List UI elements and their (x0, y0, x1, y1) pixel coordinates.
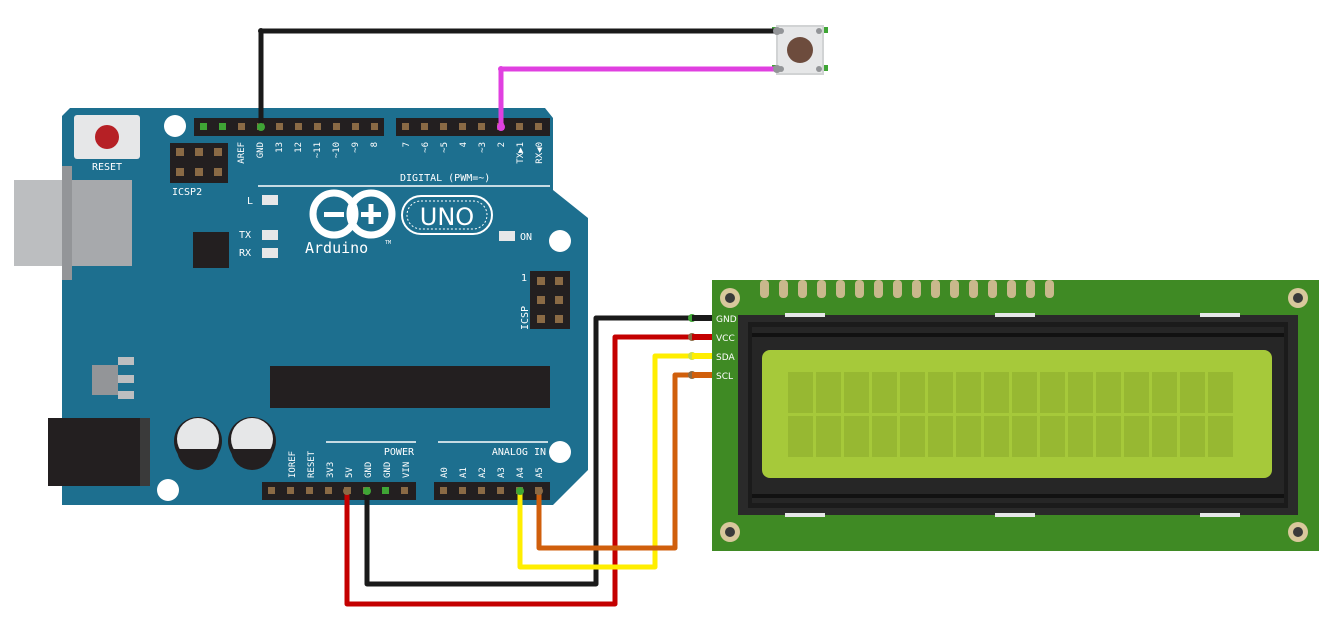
pin-label: A1 (459, 467, 469, 478)
pin-label: 3V3 (326, 462, 336, 478)
icsp2-header (170, 143, 228, 183)
pin-label: 7 (402, 142, 412, 147)
icsp-header (530, 271, 570, 329)
pin-label: A0 (440, 467, 450, 478)
led-on (499, 231, 515, 241)
arduino-uno-board: RESET ICSP2 (14, 108, 588, 505)
pin-label: 12 (294, 142, 304, 153)
analog-pin-labels: A0 A1 A2 A3 A4 A5 (440, 467, 545, 478)
analog-label: ANALOG IN (492, 447, 546, 458)
mounting-hole (157, 479, 179, 501)
pin-label: A2 (478, 467, 488, 478)
capacitor (228, 417, 276, 470)
trademark: TM (385, 240, 391, 246)
led-rx (262, 248, 278, 258)
lcd-pin-gnd: GND (716, 315, 737, 325)
pin-label: 8 (370, 142, 380, 147)
mounting-hole (164, 115, 186, 137)
icsp-pin1-label: 1 (521, 273, 527, 284)
led-l (262, 195, 278, 205)
lcd-pin-scl: SCL (716, 372, 733, 382)
mounting-hole (549, 230, 571, 252)
wire-a5-scl (536, 372, 692, 551)
pin-label: AREF (237, 142, 247, 164)
push-button (772, 25, 828, 75)
pin-label: RESET (307, 450, 317, 478)
digital-pin-labels-2: 7 ~6 ~5 4 ~3 2 TX▶1 RX◀0 (402, 142, 545, 164)
pin-label: VIN (402, 462, 412, 478)
power-pin-labels: IOREF RESET 3V3 5V GND GND VIN (288, 450, 412, 478)
pin-label: ~6 (421, 142, 431, 153)
pin-label: ~3 (478, 142, 488, 153)
mounting-hole (720, 288, 740, 308)
pin-label: IOREF (288, 451, 298, 478)
power-label: POWER (384, 447, 415, 458)
arduino-brand-text: Arduino (305, 239, 368, 257)
led-on-label: ON (520, 232, 532, 243)
pin-label: GND (364, 462, 374, 478)
wire-gnd-gnd (364, 315, 692, 587)
pin-label: GND (383, 462, 393, 478)
lcd-pin-sda: SDA (716, 353, 735, 363)
pin-label: TX▶1 (516, 142, 526, 164)
icsp-label: ICSP (520, 306, 531, 330)
digital-label: DIGITAL (PWM=~) (400, 173, 490, 184)
lcd-module: GND VCC SDA SCL (712, 280, 1319, 551)
digital-pin-labels-1: AREF GND 13 12 ~11 ~10 ~9 8 (237, 142, 380, 164)
reset-label: RESET (92, 162, 122, 173)
pin-label: A3 (497, 467, 507, 478)
lcd-header-pads (760, 280, 1054, 298)
lcd-screen (762, 350, 1272, 478)
pin-label: A5 (535, 467, 545, 478)
mounting-hole (1288, 522, 1308, 542)
lcd-character-grid (788, 372, 1233, 457)
power-header (262, 482, 416, 500)
mounting-hole (549, 441, 571, 463)
pin-label: GND (256, 142, 266, 158)
usb-chip (193, 232, 229, 268)
pin-label: 2 (497, 142, 507, 147)
voltage-regulator (92, 357, 134, 399)
arduino-infinity-logo (309, 189, 396, 239)
pin-label: ~11 (313, 142, 323, 158)
led-rx-label: RX (239, 248, 251, 259)
digital-header-1 (194, 118, 384, 136)
pin-label: A4 (516, 467, 526, 478)
wire-5v-vcc (344, 334, 692, 607)
mounting-hole (1288, 288, 1308, 308)
led-l-label: L (247, 196, 253, 207)
mounting-hole (720, 522, 740, 542)
pin-label: 4 (459, 142, 469, 147)
capacitor (174, 417, 222, 470)
uno-outline (401, 195, 493, 235)
analog-header (434, 482, 550, 500)
digital-header-2 (396, 118, 550, 136)
uno-text: UNO (420, 203, 474, 231)
pin-label: 13 (275, 142, 285, 153)
lcd-i2c-header (692, 315, 712, 378)
pin-label: ~5 (440, 142, 450, 153)
power-jack (48, 418, 148, 486)
icsp2-label: ICSP2 (172, 187, 202, 198)
reset-button-cap (95, 125, 119, 149)
pin-label: ~9 (351, 142, 361, 153)
pin-label: 5V (345, 467, 355, 478)
atmega-chip (270, 366, 550, 408)
pin-label: RX◀0 (535, 142, 545, 164)
pin-label: ~10 (332, 142, 342, 158)
wire-a4-sda (517, 353, 692, 570)
led-tx-label: TX (239, 230, 251, 241)
lcd-pin-vcc: VCC (716, 334, 735, 344)
led-tx (262, 230, 278, 240)
